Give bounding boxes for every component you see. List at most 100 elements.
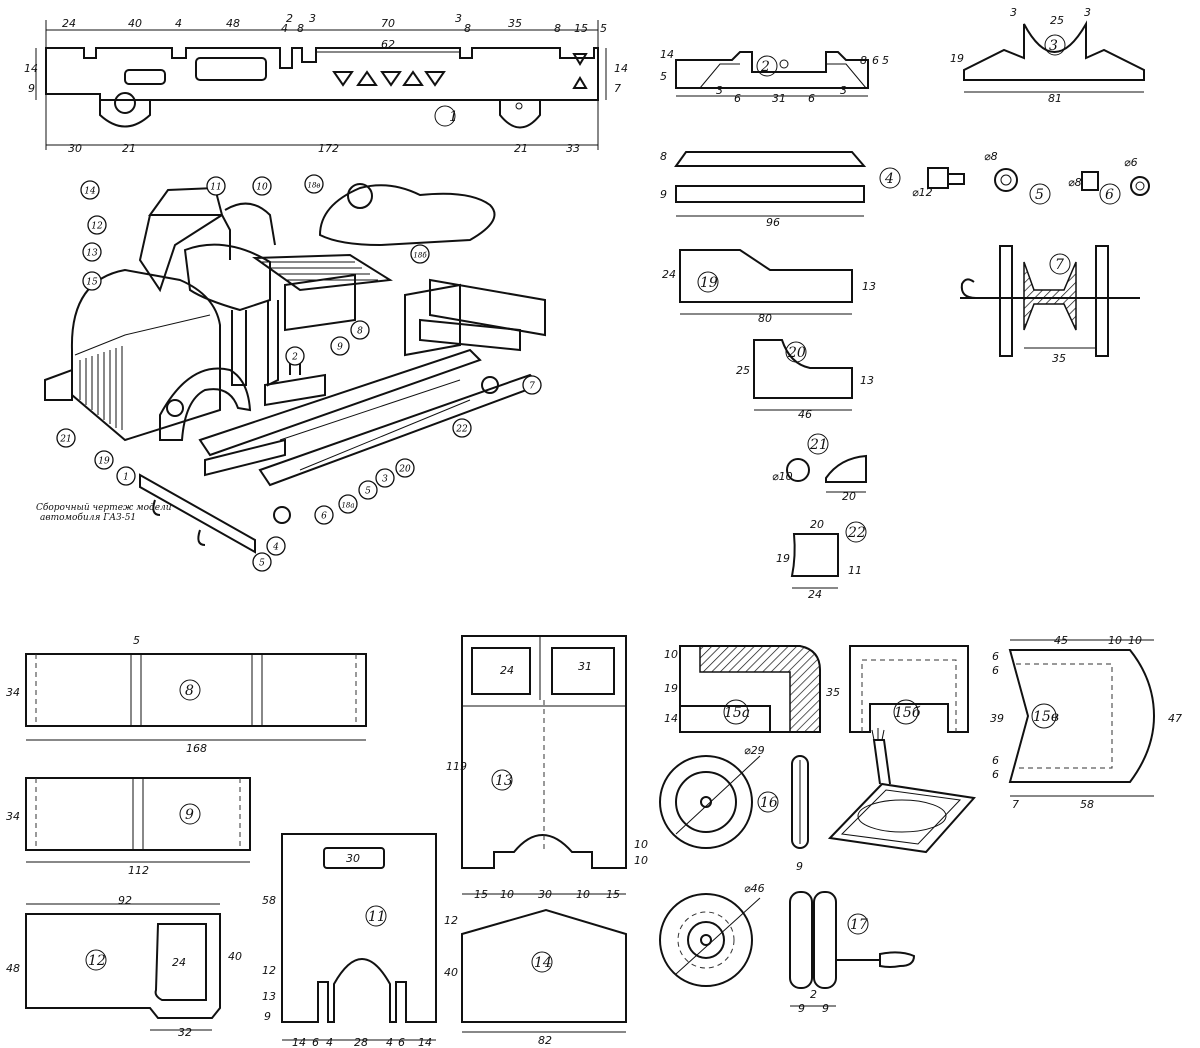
callout-label: 5 <box>259 559 265 569</box>
part-number-8: 8 <box>185 683 194 699</box>
dim-text: 20 <box>842 490 856 503</box>
part-17: ⌀46 17 2 9 9 <box>659 882 916 1015</box>
dim-text: 40 <box>228 950 242 963</box>
dim-text: 5 <box>133 634 140 647</box>
callout-bubble <box>375 468 395 488</box>
part-19: 19 24 13 80 <box>662 249 876 325</box>
part-number-12: 12 <box>88 953 106 969</box>
dim-text: 80 <box>758 312 772 325</box>
dim-text: 10 <box>1128 634 1142 647</box>
dim-text: 4 <box>386 1036 393 1048</box>
part-9: 9 34 112 <box>6 777 251 877</box>
dim-text: 6 <box>992 768 999 781</box>
part-number-20: 20 <box>787 345 806 361</box>
dim-text: 20 <box>810 518 824 531</box>
dim-text: 31 <box>578 660 592 673</box>
dim-text: 8 <box>464 22 471 35</box>
callout-bubble <box>358 480 378 500</box>
callout-bubble <box>252 552 272 572</box>
dim-text: 24 <box>62 17 76 30</box>
dim-text: 58 <box>1080 798 1094 811</box>
callout-label: 19 <box>98 457 110 467</box>
part-22: 22 20 19 11 24 <box>776 518 867 601</box>
dim-text: 25 <box>1050 14 1064 27</box>
dim-text: 13 <box>262 990 276 1003</box>
part-15a: 15а 10 19 14 35 <box>664 645 840 733</box>
dim-text: 48 <box>226 17 240 30</box>
part-number-16: 16 <box>760 795 778 811</box>
callout-label: 18б <box>413 252 427 260</box>
dim-text: ⌀12 <box>912 186 933 199</box>
part-number-14: 14 <box>534 955 552 971</box>
dim-text: 12 <box>262 964 276 977</box>
callout-label: 6 <box>321 512 327 522</box>
dim-text: 31 <box>772 92 786 105</box>
dim-text: 9 <box>28 82 35 95</box>
callout-label: 21 <box>59 435 71 445</box>
callout-bubble <box>82 271 102 291</box>
dim-text: 62 <box>381 38 395 51</box>
callout-bubble <box>330 336 350 356</box>
dim-text: 19 <box>950 52 964 65</box>
callout-label: 8 <box>357 327 363 337</box>
dim-text: 24 <box>172 956 186 969</box>
dim-text: 6 <box>398 1036 405 1048</box>
dim-text: 5 <box>882 54 889 67</box>
dim-text: 10 <box>500 888 514 901</box>
callout-bubble <box>94 450 114 470</box>
dim-text: 3 <box>716 84 723 97</box>
dim-text: ⌀6 <box>1124 156 1138 169</box>
callout-label: 7 <box>529 382 535 392</box>
dim-text: 21 <box>514 142 528 155</box>
dim-text: 19 <box>664 682 678 695</box>
dim-text: 70 <box>381 17 395 30</box>
dim-text: 6 <box>312 1036 319 1048</box>
callout-bubble <box>87 215 107 235</box>
callout-label: 9 <box>337 343 343 353</box>
callout-label: 15 <box>86 278 98 288</box>
dim-text: 3 <box>309 12 316 25</box>
callout-bubble <box>304 174 324 194</box>
dim-text: 172 <box>318 142 339 155</box>
part-number-19: 19 <box>700 275 718 291</box>
dim-text: 4 <box>281 22 288 35</box>
dim-text: 47 <box>1168 712 1182 725</box>
part-number-7: 7 <box>1055 257 1064 273</box>
dim-text: 168 <box>186 742 207 755</box>
dim-text: 45 <box>1054 634 1068 647</box>
dim-text: 39 <box>990 712 1004 725</box>
dim-text: 92 <box>118 894 132 907</box>
part-number-15v: 15в <box>1033 709 1059 725</box>
callout-label: 18в <box>308 182 321 190</box>
callout-bubble <box>80 180 100 200</box>
callout-label: 14 <box>84 187 96 197</box>
callout-bubble <box>350 320 370 340</box>
dim-text: 82 <box>538 1034 552 1047</box>
callout-label: 11 <box>210 183 221 193</box>
dim-text: 8 <box>554 22 561 35</box>
callout-bubble <box>395 458 415 478</box>
dim-text: 40 <box>444 966 458 979</box>
callout-label: 12 <box>91 222 103 232</box>
dim-text: 3 <box>1010 6 1017 19</box>
dim-text: ⌀8 <box>1068 176 1082 189</box>
callout-bubble <box>338 494 358 514</box>
part-number-21: 21 <box>809 437 828 453</box>
dim-text: 14 <box>292 1036 306 1048</box>
part-number-11: 11 <box>368 909 386 925</box>
callout-label: 4 <box>272 543 279 553</box>
dim-text: 35 <box>826 686 840 699</box>
dim-text: 2 <box>286 12 293 25</box>
dim-text: ⌀29 <box>744 744 765 757</box>
dim-text: 25 <box>736 364 750 377</box>
radiator-grille <box>79 346 123 430</box>
caption-line2: автомобиля ГАЗ-51 <box>40 512 136 523</box>
dim-text: 8 <box>297 22 304 35</box>
dim-text: 12 <box>444 914 458 927</box>
part-5: ⌀8 5 <box>984 150 1051 205</box>
part-2: 2 14 5 8 6 5 3 6 31 6 3 <box>660 48 889 105</box>
dim-text: 30 <box>346 852 360 865</box>
dim-text: 14 <box>614 62 628 75</box>
dim-text: 2 <box>810 988 817 1001</box>
